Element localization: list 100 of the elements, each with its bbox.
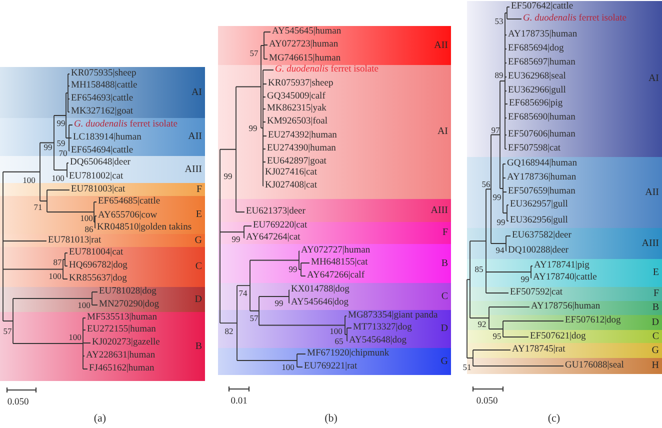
bootstrap-value: 59: [56, 138, 66, 148]
taxon-label: MG746615|human: [269, 54, 341, 64]
panel-caption: (a): [94, 414, 106, 424]
bootstrap-value: 56: [482, 180, 490, 188]
taxon-label: KJ027408|cat: [265, 180, 318, 192]
taxon-label: AY178740|cattle: [533, 272, 597, 284]
taxon-label: EF654685|cattle: [98, 196, 160, 208]
taxon-label: AY178736|human: [507, 172, 576, 184]
clade-band: [218, 199, 451, 222]
taxon-label: EU621373|deer: [246, 206, 306, 218]
scale-label: 0.01: [230, 397, 248, 407]
clade-label: AI: [191, 88, 202, 98]
bootstrap-value: 99: [274, 298, 284, 308]
clade-label: D: [194, 294, 202, 304]
clade-label: C: [195, 262, 202, 272]
taxon-label: EU642897|goat: [267, 156, 326, 168]
bootstrap-value: 57: [250, 314, 258, 322]
clade-band: [0, 156, 205, 183]
taxon-label: EU362957|gull: [510, 200, 568, 210]
taxon-label: G. duodenalis ferret isolate: [523, 14, 626, 24]
taxon-label: KX014788|dog: [291, 284, 350, 296]
taxon-label: EF685697|human: [508, 58, 576, 68]
clade-label: B: [441, 258, 448, 268]
clade-band: [0, 312, 205, 381]
bootstrap-value: 100: [330, 326, 342, 336]
taxon-label: MH158488|cattle: [71, 80, 138, 92]
clade-band: [218, 26, 451, 65]
panel-caption: (b): [324, 414, 338, 424]
clade-label: E: [652, 268, 659, 278]
bootstrap-value: 99: [492, 192, 502, 202]
taxon-label: AY545648|dog: [349, 336, 407, 346]
bootstrap-value: 51: [462, 362, 472, 372]
bootstrap-value: 100: [78, 300, 90, 310]
taxon-label: KJ027416|cat: [265, 168, 318, 178]
taxon-label: GU176088|seal: [565, 360, 624, 372]
taxon-label: EU274390|human: [267, 144, 336, 154]
taxon-label: EU781013|rat: [48, 236, 102, 246]
taxon-label: AY647266|calf: [307, 270, 364, 282]
taxon-label: KR075937|sheep: [268, 78, 334, 90]
taxon-label: EU274392|human: [268, 130, 337, 142]
bootstrap-value: 99: [520, 274, 530, 284]
clade-band: [467, 157, 662, 228]
taxon-label: DQ650648|deer: [70, 158, 130, 168]
taxon-label: EU769220|cat: [253, 220, 308, 232]
clade-label: AI: [437, 127, 448, 137]
scale-label: 0.050: [7, 398, 29, 408]
taxon-label: AY647264|cat: [246, 232, 300, 244]
taxon-label: GQ345009|calf: [267, 92, 326, 102]
clade-label: AIII: [430, 206, 448, 216]
clade-band: [218, 65, 451, 199]
taxon-label: MK862315|yak: [267, 104, 326, 114]
taxon-label: EF507606|human: [508, 130, 576, 140]
taxon-label: EU781028|dog: [99, 286, 156, 298]
taxon-label: EF685694|dog: [508, 44, 564, 54]
taxon-label: EU781004|cat: [69, 248, 124, 258]
clade-band: [218, 348, 451, 375]
taxon-label: EF507659|human: [508, 186, 576, 198]
bootstrap-value: 99: [496, 218, 506, 226]
taxon-label: DQ100288|deer: [508, 246, 568, 256]
scale-label: 0.050: [476, 397, 498, 407]
taxon-label: EF654694|cattle: [71, 146, 134, 156]
taxon-label: KM926503|foal: [267, 116, 328, 128]
clade-label: G: [652, 346, 659, 356]
bootstrap-value: 99: [44, 142, 52, 152]
taxon-label: EF507621|dog: [530, 332, 586, 342]
clade-label: AII: [434, 40, 448, 50]
clade-label: B: [652, 303, 659, 313]
bootstrap-value: 82: [224, 326, 234, 336]
clade-band: [467, 301, 662, 315]
clade-band: [0, 183, 205, 196]
clade-band: [0, 118, 205, 156]
taxon-label: EU781002|cat: [69, 172, 124, 182]
taxon-label: EU362956|gull: [510, 216, 568, 226]
bootstrap-value: 53: [494, 16, 504, 26]
bootstrap-value: 85: [474, 264, 484, 274]
taxon-label: EF685696|pig: [509, 98, 563, 110]
taxon-label: MF671920|chipmunk: [307, 348, 390, 360]
clade-label: G: [194, 236, 202, 246]
bootstrap-value: 99: [224, 172, 232, 180]
taxon-label: EF654693|cattle: [71, 94, 134, 104]
taxon-label: KR075935|sheep: [71, 68, 136, 80]
taxon-label: LC183914|human: [73, 132, 142, 144]
bootstrap-value: 86: [84, 224, 94, 234]
clade-label: F: [196, 184, 202, 194]
taxon-label: MK327162|goat: [71, 106, 134, 118]
clade-band: [0, 196, 205, 234]
bootstrap-value: 100: [282, 362, 294, 372]
clade-label: AII: [645, 188, 659, 198]
clade-label: D: [652, 318, 659, 328]
taxon-label: KJ020273|gazelle: [92, 338, 160, 348]
taxon-label: EF507612|dog: [565, 316, 621, 326]
bootstrap-value: 65: [334, 336, 344, 346]
taxon-label: EF507642|cattle: [511, 2, 574, 12]
taxon-label: G. duodenalis ferret isolate: [74, 120, 178, 130]
clade-band: [467, 287, 662, 301]
clade-label: D: [440, 324, 448, 334]
bootstrap-value: 97: [491, 125, 500, 134]
bootstrap-value: 74: [238, 288, 248, 298]
taxon-label: EF507598|cat: [508, 144, 561, 154]
taxon-label: MN270290|dog: [99, 300, 159, 310]
